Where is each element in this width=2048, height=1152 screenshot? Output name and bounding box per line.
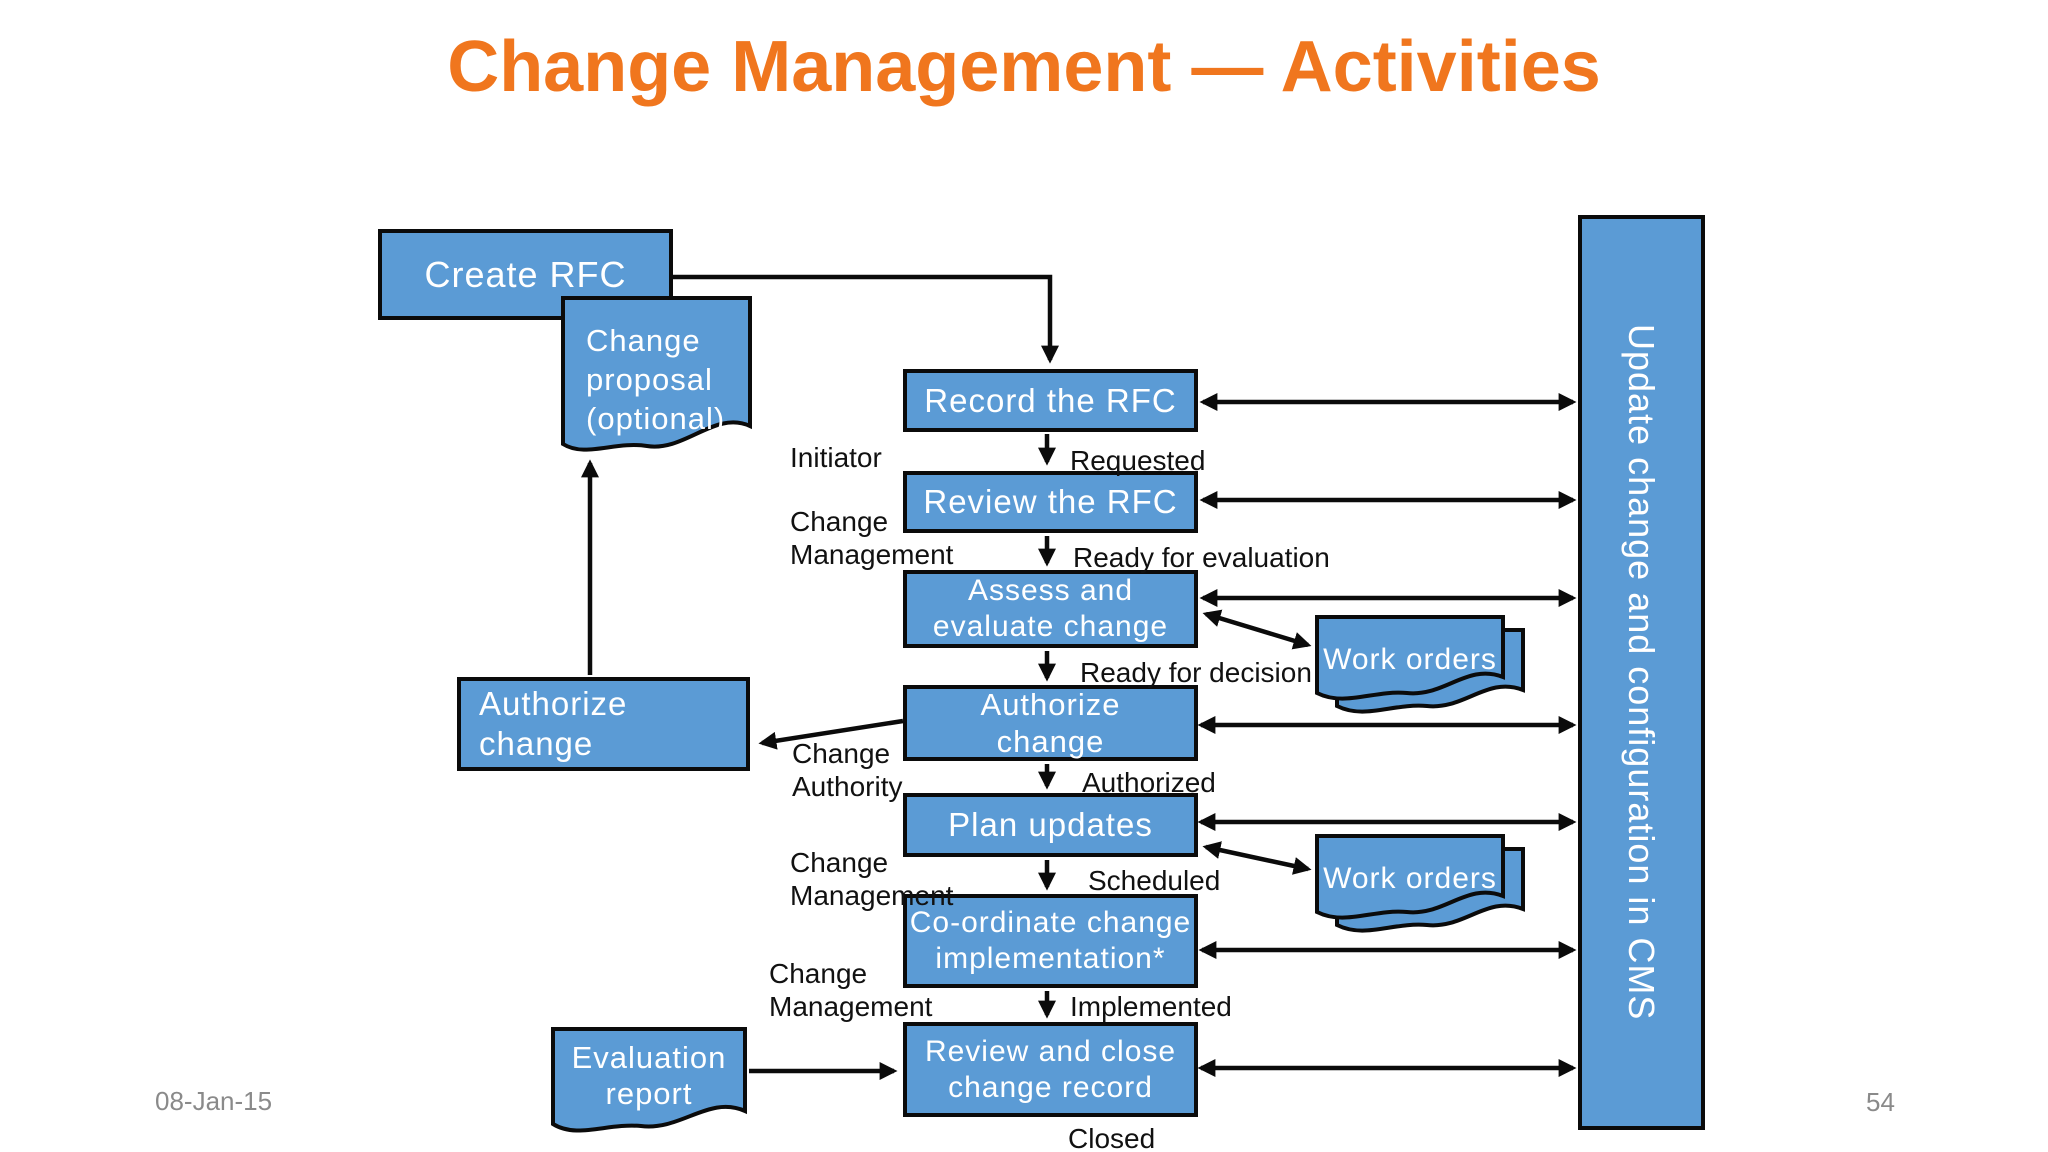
box-record-rfc: Record the RFC [903,369,1198,432]
document-work-orders-upper-shape [1315,615,1505,701]
box-coordinate-change-implementation: Co-ordinate change implementation* [903,894,1198,988]
box-authorize-change-left: Authorize change [457,677,750,771]
role-label-initiator: Initiator [790,442,882,473]
document-change-proposal-label: Change proposal (optional) [586,323,726,436]
role-label-change-authority: Change Authority [792,738,903,803]
status-label-ready-for-evaluation: Ready for evaluation [1073,542,1330,573]
document-work-orders-lower-label: Work orders [1323,862,1497,895]
status-label-ready-for-decision: Ready for decision [1080,657,1312,688]
arrow-assess-work-orders [1202,609,1312,650]
slide-title: Change Management — Activities [447,27,1601,107]
document-work-orders-upper-label: Work orders [1323,643,1497,676]
box-review-rfc: Review the RFC [903,471,1198,533]
document-change-proposal-shape [561,296,752,452]
box-create-rfc: Create RFC [378,229,673,320]
document-work-orders-lower-shape [1315,834,1505,920]
document-evaluation-report-shape [551,1027,747,1133]
footer-date: 08-Jan-15 [155,1086,273,1116]
box-plan-updates: Plan updates [903,793,1198,857]
status-label-closed: Closed [1068,1123,1156,1152]
role-label-change-management-upper: Change Management [790,506,954,571]
document-evaluation-report-label: Evaluation report [571,1040,727,1111]
box-review-and-close-change-record: Review and close change record [903,1022,1198,1117]
status-label-scheduled: Scheduled [1088,865,1221,896]
box-update-change-configuration-cms: Update change and configuration in CMS [1578,215,1705,1130]
arrow-authorize-main-to-authorize-left [758,718,904,750]
status-label-authorized: Authorized [1082,767,1216,798]
box-assess-evaluate-change: Assess and evaluate change [903,570,1198,648]
box-authorize-change-main: Authorize change [903,685,1198,761]
arrow-create-rfc-to-record-rfc [673,274,1059,364]
arrow-plan-work-orders [1202,841,1312,875]
status-label-implemented: Implemented [1070,991,1232,1022]
role-label-change-management-middle: Change Management [790,847,954,912]
role-label-change-management-lower: Change Management [769,958,933,1023]
status-label-requested: Requested [1070,445,1206,476]
footer-page-number: 54 [1866,1087,1895,1117]
